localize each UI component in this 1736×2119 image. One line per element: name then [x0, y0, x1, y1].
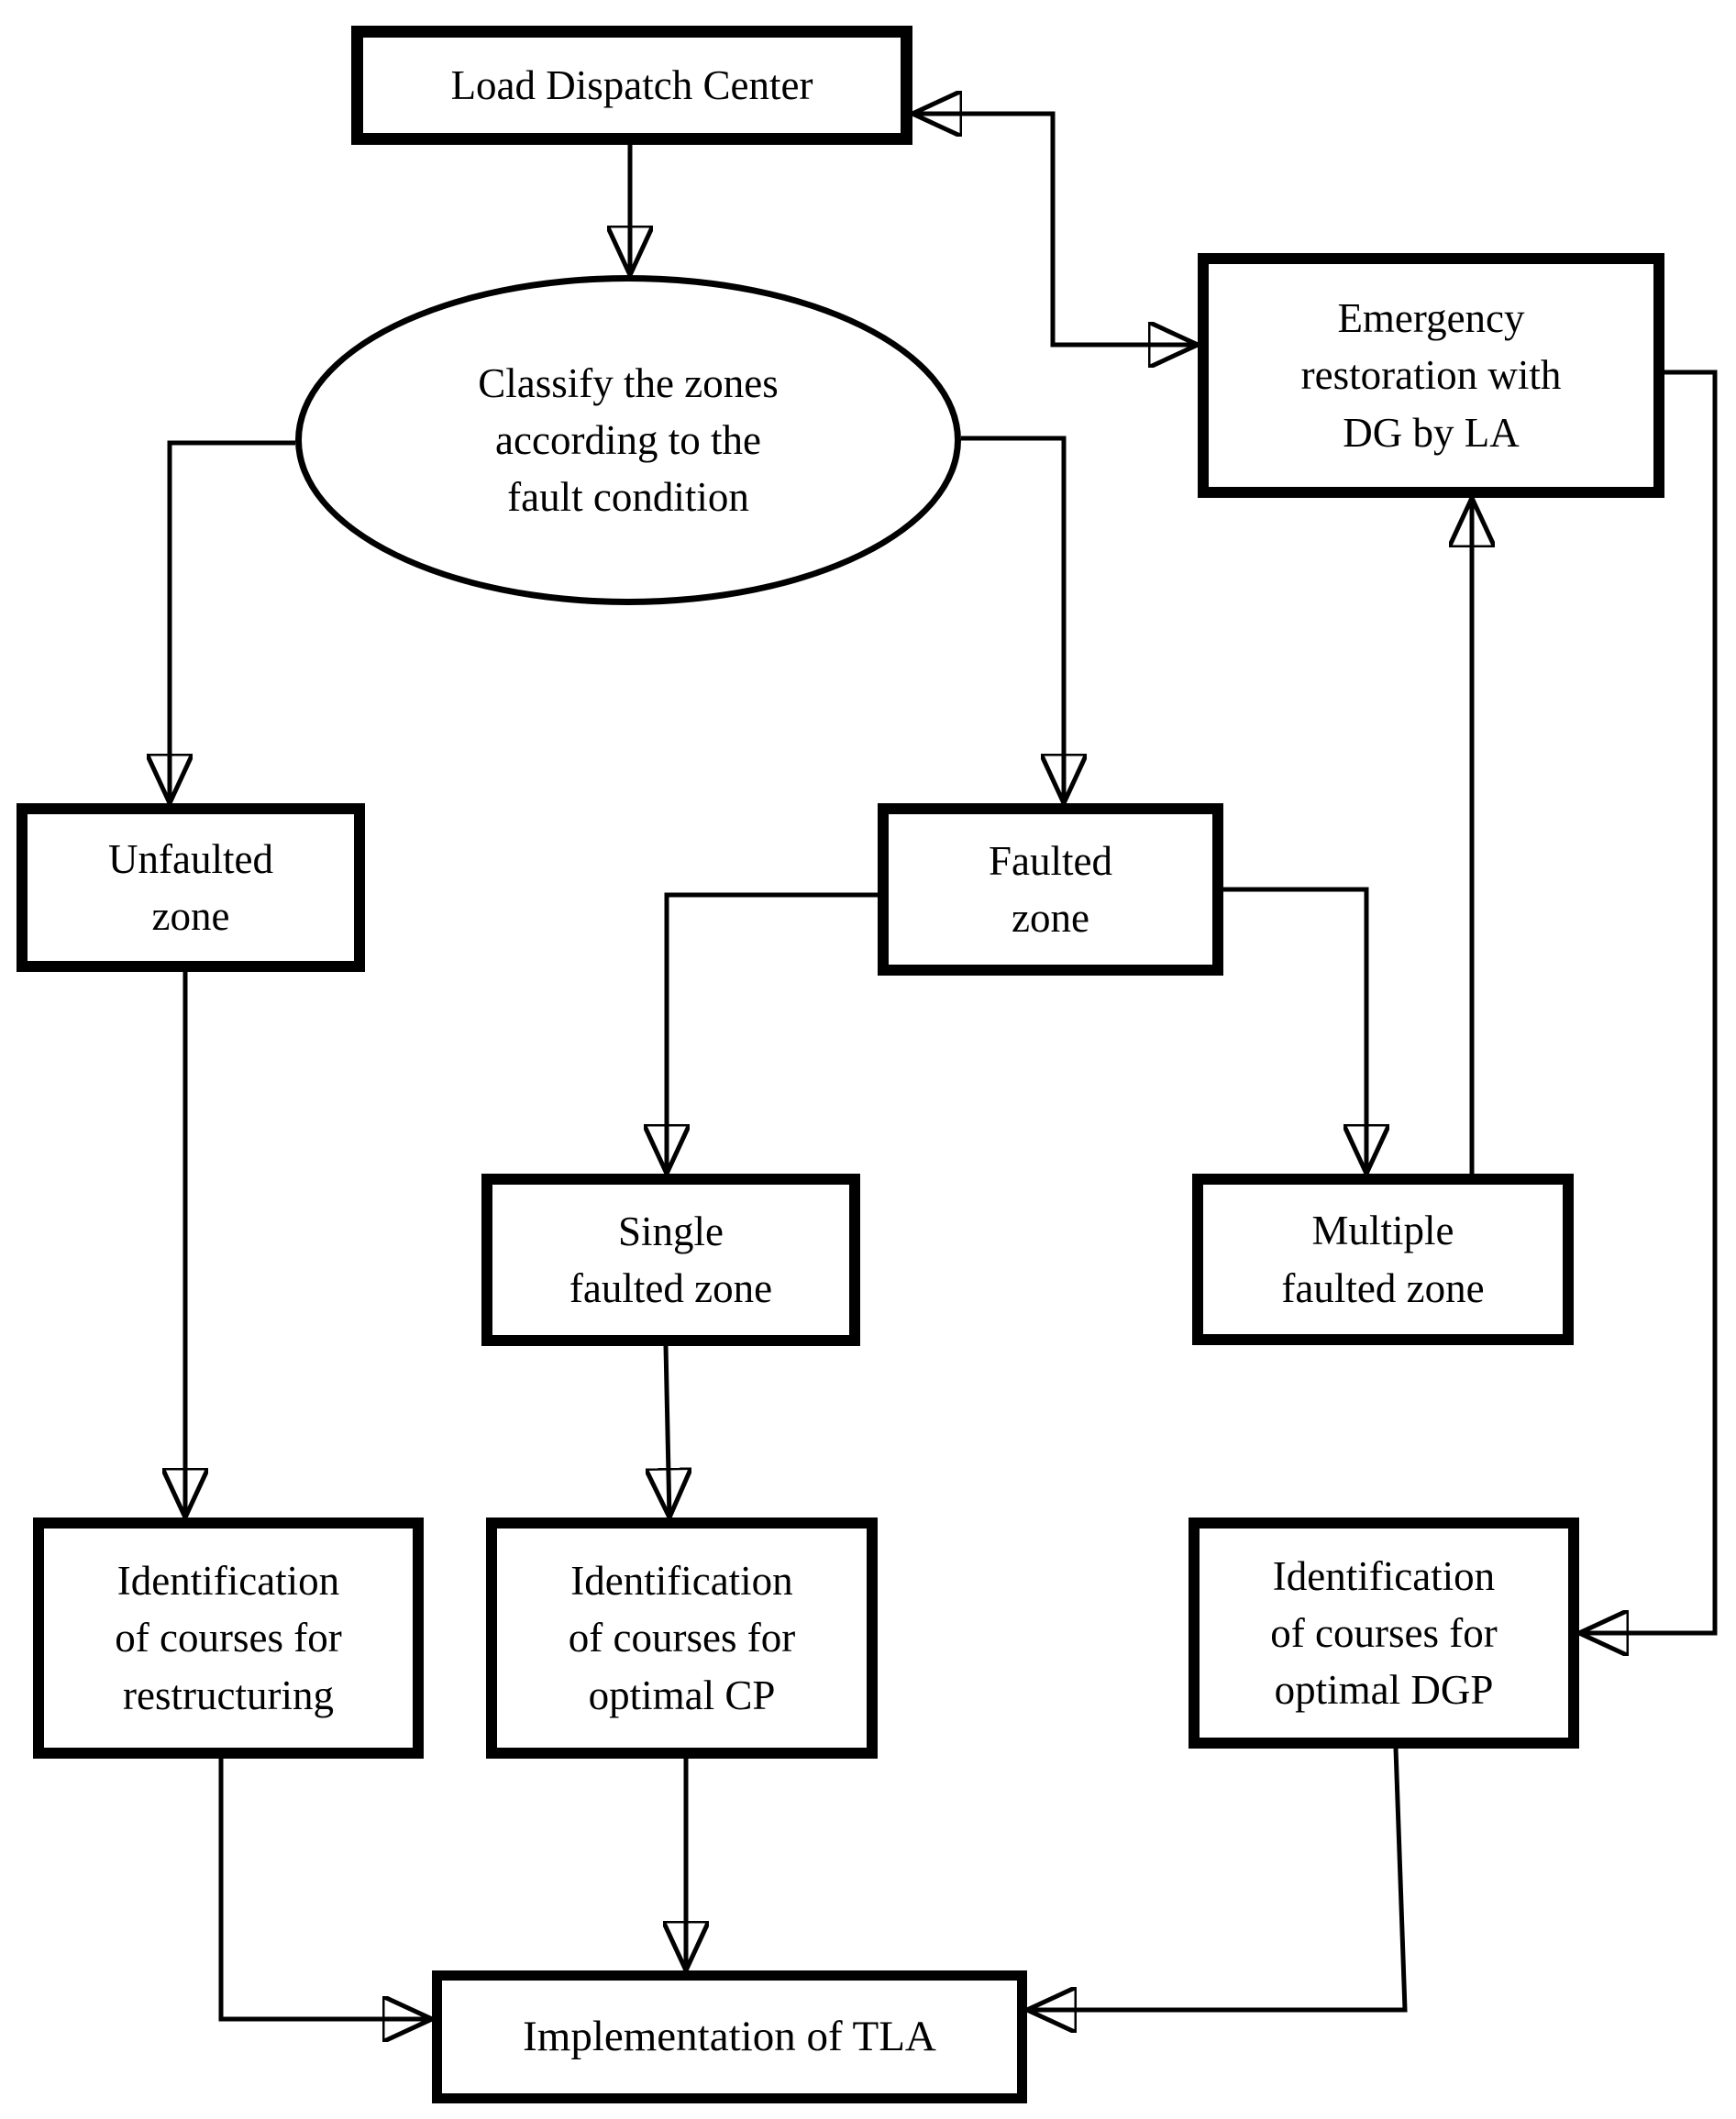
connector-optimal-dgp-to-tla	[1027, 1748, 1408, 2010]
node-implementation-tla-label: Implementation of TLA	[523, 2013, 936, 2061]
connector-classify-to-unfaulted	[170, 440, 295, 803]
node-identification-optimal-cp: Identification of courses for optimal CP	[486, 1518, 878, 1759]
node-multiple-faulted-zone: Multiple faulted zone	[1192, 1174, 1574, 1345]
node-identification-restructuring: Identification of courses for restructur…	[33, 1518, 424, 1759]
connector-classify-to-faulted	[961, 436, 1064, 803]
node-identification-optimal-dgp-label: Identification of courses for optimal DG…	[1270, 1552, 1498, 1714]
node-single-faulted-zone: Single faulted zone	[481, 1174, 860, 1346]
node-load-dispatch-center-label: Load Dispatch Center	[450, 61, 813, 108]
node-faulted-zone: Faulted zone	[878, 803, 1223, 976]
connector-restructuring-to-tla	[218, 1759, 432, 2019]
node-emergency-restoration: Emergency restoration with DG by LA	[1198, 253, 1664, 498]
node-load-dispatch-center: Load Dispatch Center	[351, 26, 912, 145]
node-unfaulted-zone: Unfaulted zone	[17, 803, 365, 972]
connector-single-to-optimal-cp	[666, 1345, 669, 1518]
node-unfaulted-zone-label: Unfaulted zone	[108, 835, 273, 939]
node-multiple-faulted-zone-label: Multiple faulted zone	[1281, 1208, 1485, 1311]
connector-ldc-emergency-bidirectional	[912, 114, 1198, 345]
node-single-faulted-zone-label: Single faulted zone	[569, 1208, 773, 1311]
connector-faulted-to-multiple	[1223, 887, 1366, 1174]
node-implementation-tla: Implementation of TLA	[432, 1970, 1027, 2103]
connector-emergency-to-dgp	[1579, 370, 1718, 1633]
node-classify-zones-ellipse: Classify the zones according to the faul…	[295, 275, 961, 605]
node-faulted-zone-label: Faulted zone	[989, 837, 1112, 941]
node-identification-optimal-cp-label: Identification of courses for optimal CP	[568, 1558, 796, 1718]
node-identification-optimal-dgp: Identification of courses for optimal DG…	[1189, 1518, 1579, 1749]
node-emergency-restoration-label: Emergency restoration with DG by LA	[1300, 295, 1562, 456]
node-classify-zones-label: Classify the zones according to the faul…	[478, 359, 779, 521]
connector-faulted-to-single	[667, 892, 878, 1174]
node-identification-restructuring-label: Identification of courses for restructur…	[115, 1558, 342, 1718]
